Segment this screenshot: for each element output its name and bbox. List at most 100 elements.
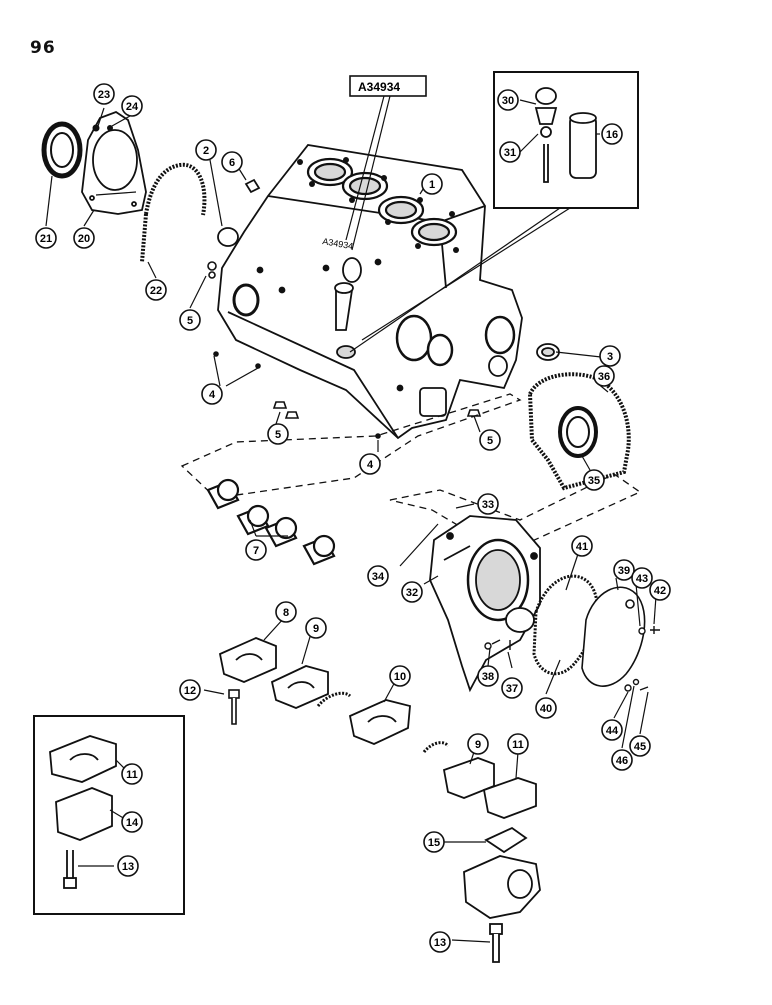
callout-circle bbox=[121, 811, 143, 833]
callout-c4b: 4 bbox=[359, 453, 381, 475]
callout-circle bbox=[583, 469, 605, 491]
callout-number: 7 bbox=[253, 545, 259, 557]
cap-bolt bbox=[228, 689, 240, 725]
callout-c5b: 5 bbox=[267, 423, 289, 445]
callout-c35: 35 bbox=[583, 469, 605, 491]
pipe-plugs bbox=[207, 261, 482, 439]
callout-circle bbox=[145, 279, 167, 301]
callout-number: 5 bbox=[487, 435, 493, 447]
callout-c23: 23 bbox=[93, 83, 115, 105]
callout-number: 43 bbox=[636, 573, 648, 585]
callout-number: 16 bbox=[606, 129, 618, 141]
callout-circle bbox=[73, 227, 95, 249]
callout-c41: 41 bbox=[571, 535, 593, 557]
front-gasket bbox=[527, 372, 631, 491]
callout-c1: 1 bbox=[421, 173, 443, 195]
callout-circle bbox=[599, 345, 621, 367]
main-bearing-caps bbox=[218, 637, 411, 745]
inset-parts bbox=[49, 735, 117, 889]
callout-c39: 39 bbox=[613, 559, 635, 581]
callout-circle bbox=[507, 733, 529, 755]
callout-number: 9 bbox=[313, 623, 319, 635]
callout-c11a: 11 bbox=[507, 733, 529, 755]
callout-c16: 16 bbox=[601, 123, 623, 145]
callout-circle bbox=[267, 423, 289, 445]
callout-circle bbox=[499, 141, 521, 163]
callout-circle bbox=[389, 665, 411, 687]
callout-number: 5 bbox=[187, 315, 193, 327]
callout-circle bbox=[121, 95, 143, 117]
callout-c40: 40 bbox=[535, 697, 557, 719]
bearing-group-outline bbox=[180, 393, 642, 543]
front-cover-plate bbox=[581, 586, 646, 687]
callout-number: 23 bbox=[98, 89, 110, 101]
callout-number: 24 bbox=[126, 101, 139, 113]
callout-number: 8 bbox=[283, 607, 289, 619]
callout-circle bbox=[305, 617, 327, 639]
callout-number: 5 bbox=[275, 429, 281, 441]
callout-number: 15 bbox=[428, 837, 440, 849]
callout-c8: 8 bbox=[275, 601, 297, 623]
callout-c5a: 5 bbox=[179, 309, 201, 331]
cylinder-block bbox=[217, 144, 523, 440]
callout-c14: 14 bbox=[121, 811, 143, 833]
callout-circle bbox=[421, 173, 443, 195]
callout-c37: 37 bbox=[501, 677, 523, 699]
callout-circle bbox=[359, 453, 381, 475]
callout-circle bbox=[497, 89, 519, 111]
callout-circle bbox=[179, 679, 201, 701]
timing-gear-housing bbox=[429, 515, 541, 693]
callout-circle bbox=[601, 719, 623, 741]
callout-number: 37 bbox=[506, 683, 518, 695]
callout-c5c: 5 bbox=[479, 429, 501, 451]
callout-circle bbox=[477, 665, 499, 687]
callout-circle bbox=[245, 539, 267, 561]
callout-number: 13 bbox=[434, 937, 446, 949]
callout-c12: 12 bbox=[179, 679, 201, 701]
callout-number: 22 bbox=[150, 285, 162, 297]
callout-number: 3 bbox=[607, 351, 613, 363]
callout-c3: 3 bbox=[599, 345, 621, 367]
dipstick-parts bbox=[534, 87, 597, 183]
callout-c38: 38 bbox=[477, 665, 499, 687]
callout-number: 14 bbox=[126, 817, 139, 829]
callout-circle bbox=[613, 559, 635, 581]
callout-c10: 10 bbox=[389, 665, 411, 687]
callout-circle bbox=[401, 581, 423, 603]
callout-number: 38 bbox=[482, 671, 494, 683]
callout-c46: 46 bbox=[611, 749, 633, 771]
callout-c43: 43 bbox=[631, 567, 653, 589]
callout-circle bbox=[121, 763, 143, 785]
callout-circle bbox=[501, 677, 523, 699]
retainer-screws bbox=[92, 124, 113, 132]
callout-number: 20 bbox=[78, 233, 90, 245]
callout-number: 6 bbox=[229, 157, 235, 169]
callout-number: 9 bbox=[475, 739, 481, 751]
callout-number: 33 bbox=[482, 499, 494, 511]
cover-screws bbox=[484, 626, 660, 692]
retainer-gasket bbox=[140, 162, 207, 263]
callout-c21: 21 bbox=[35, 227, 57, 249]
callout-number: 46 bbox=[616, 755, 628, 767]
callout-circle bbox=[601, 123, 623, 145]
callout-circle bbox=[93, 83, 115, 105]
callout-c4a: 4 bbox=[201, 383, 223, 405]
callout-number: 30 bbox=[502, 95, 514, 107]
callout-number: 34 bbox=[372, 571, 385, 583]
callout-number: 11 bbox=[512, 739, 524, 751]
callout-c24: 24 bbox=[121, 95, 143, 117]
callout-number: 4 bbox=[367, 459, 374, 471]
oil-pump-assembly bbox=[463, 826, 541, 963]
callout-circle bbox=[201, 383, 223, 405]
callout-number: 2 bbox=[203, 145, 209, 157]
callout-circle bbox=[479, 429, 501, 451]
callout-c32: 32 bbox=[401, 581, 423, 603]
callout-c13a: 13 bbox=[117, 855, 139, 877]
callout-number: 41 bbox=[576, 541, 588, 553]
reference-label: A34934 bbox=[358, 80, 400, 94]
callout-circle bbox=[477, 493, 499, 515]
callout-circle bbox=[429, 931, 451, 953]
callout-number: 32 bbox=[406, 587, 418, 599]
camshaft-bearings bbox=[206, 478, 336, 566]
